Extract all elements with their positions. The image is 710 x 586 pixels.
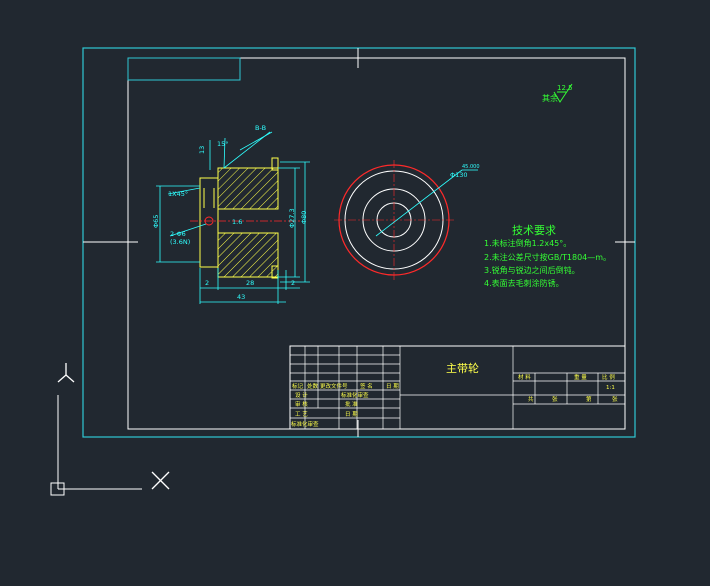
tech-item-2: 2.未注公差尺寸按GB/T1804—m。 [484, 252, 611, 262]
section-dimensions [156, 131, 310, 304]
approve-row-1: 标准化审查 [341, 391, 369, 399]
sign-row-1: 设 计 [295, 391, 308, 399]
material-label: 材 料 [518, 373, 531, 381]
rev-header-5: 日 期 [386, 383, 399, 390]
front-view: Φ130 45.000 [334, 160, 480, 280]
roughness-prefix: 其余 [542, 93, 558, 103]
sheet-label2: 张 [552, 395, 558, 403]
drawing-code-box [127, 57, 241, 81]
dim-2-right: 2 [291, 279, 295, 287]
dim-circle-note: 45.000 [462, 164, 480, 170]
scale-label: 比 例 [602, 373, 615, 381]
groove-top [271, 157, 279, 171]
set-screw-hole [204, 216, 214, 226]
tech-item-3: 3.锐角与锐边之间后倒钝。 [484, 265, 580, 275]
dim-13: 13 [198, 146, 206, 154]
title-block: 主带轮 标记 处数 更改文件号 签 名 日 期 设 计 审 核 工 艺 标准化审… [289, 345, 626, 430]
rev-header-3: 更改文件号 [320, 382, 348, 390]
sheet-label: 共 [528, 395, 534, 403]
weight-label: 重 量 [574, 373, 587, 381]
dim-holes-depth: (3.6N) [170, 238, 190, 246]
roughness-symbol: 其余 12.5 [542, 83, 573, 103]
rev-header-2: 处数 [307, 382, 319, 390]
approve-row-3: 日 期 [345, 411, 358, 418]
dim-top-angle: 15° [217, 140, 229, 148]
sign-row-4: 标准化审查 [291, 420, 319, 428]
tech-item-4: 4.表面去毛刺涂防锈。 [484, 278, 564, 288]
section-view [190, 157, 300, 279]
ucs-y-axis-label [57, 363, 75, 383]
diameter-leader [375, 169, 463, 237]
ucs-icon [50, 395, 142, 496]
hub-section-bottom [217, 232, 279, 278]
dim-circle: Φ130 [450, 171, 468, 179]
scale-value: 1:1 [606, 385, 615, 391]
dim-65: Φ65 [152, 215, 160, 228]
sign-row-3: 工 艺 [295, 411, 308, 418]
dim-28: 28 [246, 279, 254, 287]
dim-16: 1.6 [232, 218, 242, 226]
dim-43: 43 [237, 293, 245, 301]
tech-title: 技术要求 [512, 224, 556, 237]
dim-top-note: B-B [255, 124, 266, 132]
hub-section-top [217, 167, 279, 210]
dim-80: Φ80 [300, 211, 308, 224]
dim-chamfer: 1X45° [168, 190, 188, 198]
sheet-of2: 张 [612, 395, 618, 403]
rev-header-4: 签 名 [360, 382, 373, 390]
dim-2-left: 2 [205, 279, 209, 287]
roughness-value: 12.5 [557, 84, 573, 92]
dim-27-3: Φ27.3 [288, 208, 296, 228]
part-name: 主带轮 [446, 361, 479, 375]
flange-left [199, 177, 219, 268]
section-dimension-labels: 15° B-B 13 1X45° Φ65 2-Φ6 (3.6N) 1.6 Φ27… [152, 124, 308, 301]
approve-row-2: 批 准 [345, 400, 358, 408]
tech-item-1: 1.未标注倒角1.2x45°。 [484, 238, 571, 248]
sheet-of: 第 [586, 395, 592, 403]
sign-row-2: 审 核 [295, 400, 308, 408]
dim-holes: 2-Φ6 [170, 230, 186, 238]
rev-header-1: 标记 [292, 382, 304, 390]
ucs-x-axis-label [151, 471, 170, 490]
tech-requirements: 技术要求 1.未标注倒角1.2x45°。 2.未注公差尺寸按GB/T1804—m… [484, 224, 611, 288]
